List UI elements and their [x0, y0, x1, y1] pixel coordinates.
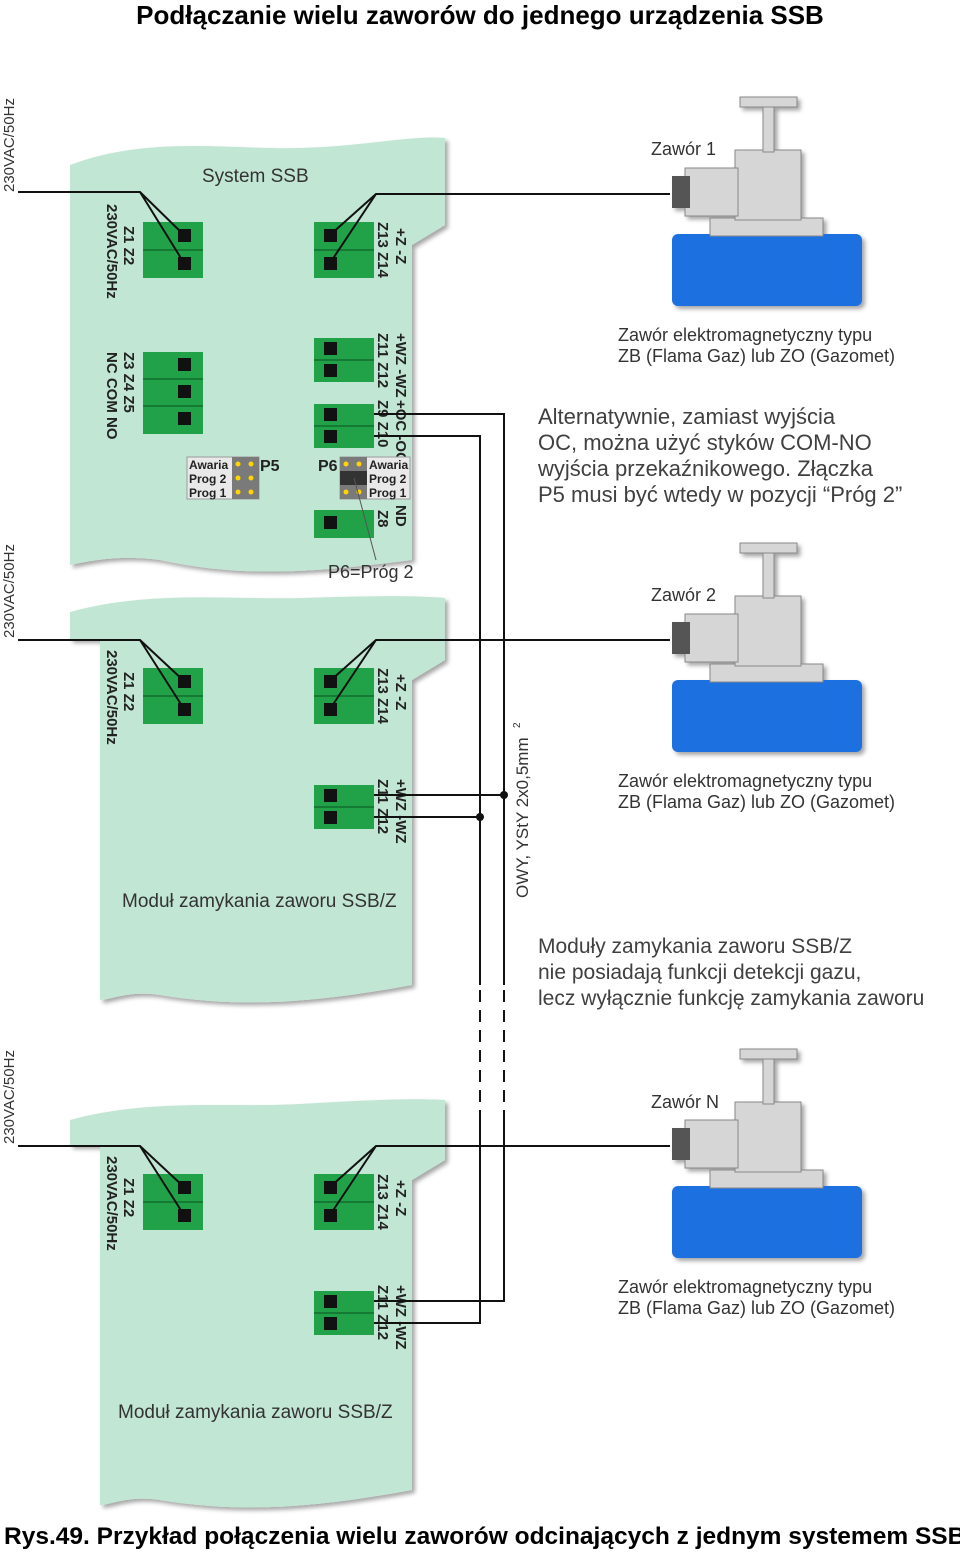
- label-main-z3z5: Z3 Z4 Z5: [120, 352, 137, 413]
- label-slave2-z13z14: Z13 Z14: [374, 1174, 391, 1231]
- valve-2-desc-1: Zawór elektromagnetyczny typu: [618, 771, 872, 791]
- figure-caption: Rys.49. Przykład połączenia wielu zaworó…: [4, 1523, 960, 1550]
- label-slave1-z11z12-sub: +WZ -WZ: [392, 779, 409, 844]
- page-title: Podłączanie wielu zaworów do jednego urz…: [136, 0, 824, 30]
- note-alt-line-3: wyjścia przekaźnikowego. Złączka: [538, 456, 874, 481]
- valve-2-desc-2: ZB (Flama Gaz) lub ZO (Gazomet): [618, 792, 895, 812]
- note-mod-line-3: lecz wyłącznie funkcję zamykania zaworu: [538, 987, 925, 1010]
- board-slave-2-label: Moduł zamykania zaworu SSB/Z: [118, 1402, 393, 1423]
- label-slave2-z13z14-sub: +Z -Z: [392, 1180, 409, 1216]
- label-slave2-z1z2-sub: 230VAC/50Hz: [103, 1156, 120, 1251]
- valve-n: [672, 1049, 862, 1258]
- jumper-p5: Awaria Prog 2 Prog 1: [186, 456, 260, 500]
- cable-label: OWY, YStY 2x0,5mm 2: [512, 722, 532, 898]
- valve-n-desc-1: Zawór elektromagnetyczny typu: [618, 1277, 872, 1297]
- wire-slave1-wz: [374, 794, 504, 818]
- valve-1-desc-1: Zawór elektromagnetyczny typu: [618, 325, 872, 345]
- p6-label: P6: [318, 458, 338, 475]
- cable-label-sup: 2: [512, 722, 523, 728]
- p6-awaria-label: Awaria: [369, 458, 408, 472]
- p6-prog2-label: Prog 2: [369, 472, 407, 486]
- p5-prog1-label: Prog 1: [189, 486, 227, 500]
- note-alt-line-2: OC, można użyć styków COM-NO: [538, 430, 872, 455]
- note-alt-line-1: Alternatywnie, zamiast wyjścia: [538, 404, 836, 429]
- label-main-z9z10: Z9 Z10: [374, 400, 391, 448]
- p6-setting-label: P6=Próg 2: [328, 562, 414, 582]
- wire-valve-2: [329, 639, 670, 710]
- label-slave1-z13z14-sub: +Z -Z: [392, 674, 409, 710]
- label-main-z9z10-sub: +OC -OC: [392, 400, 409, 463]
- valve-1-desc-2: ZB (Flama Gaz) lub ZO (Gazomet): [618, 346, 895, 366]
- terminal-slave1-z1z2: [143, 668, 203, 724]
- cable-label-text: OWY, YStY 2x0,5mm: [513, 737, 532, 898]
- terminal-main-z1z2: [143, 222, 203, 278]
- p5-label: P5: [260, 458, 280, 475]
- terminal-slave2-z1z2: [143, 1174, 203, 1230]
- label-slave1-z11z12: Z11 Z12: [374, 779, 391, 834]
- label-main-z1z2-sub: 230VAC/50Hz: [103, 204, 120, 299]
- label-main-z1z2: Z1 Z2: [120, 226, 137, 265]
- p6-prog1-label: Prog 1: [369, 486, 407, 500]
- label-main-z8-sub: ND: [392, 505, 409, 527]
- terminal-slave2-z13z14: [314, 1174, 374, 1230]
- p6-callout-line: [353, 477, 377, 561]
- note-mod-line-2: nie posiadają funkcji detekcji gazu,: [538, 961, 862, 984]
- terminal-slave1-z11z12: [314, 785, 374, 829]
- wire-power-1: [18, 191, 185, 264]
- wire-oc-minus: [374, 435, 481, 985]
- label-main-z8: Z8: [374, 510, 391, 528]
- power-label-2: 230VAC/50Hz: [1, 544, 18, 638]
- wire-valve-1: [329, 193, 670, 264]
- label-slave2-z11z12: Z11 Z12: [374, 1285, 391, 1340]
- junction-dot-1: [500, 791, 508, 799]
- power-label-3: 230VAC/50Hz: [1, 1050, 18, 1144]
- p5-awaria-label: Awaria: [189, 458, 228, 472]
- p5-prog2-label: Prog 2: [189, 472, 227, 486]
- jumper-p6: Awaria Prog 2 Prog 1: [339, 456, 411, 500]
- board-main-label: System SSB: [202, 166, 309, 187]
- label-slave1-z1z2: Z1 Z2: [120, 672, 137, 711]
- terminal-main-z8: [314, 510, 374, 538]
- terminal-main-z13z14: [314, 222, 374, 278]
- label-slave2-z11z12-sub: +WZ -WZ: [392, 1285, 409, 1350]
- valve-2-name: Zawór 2: [651, 585, 716, 605]
- wire-bus-dashed: [479, 990, 505, 1120]
- note-alternative: Alternatywnie, zamiast wyjścia OC, można…: [538, 404, 902, 508]
- label-main-z11z12: Z11 Z12: [374, 333, 391, 388]
- label-slave1-z13z14: Z13 Z14: [374, 668, 391, 725]
- wire-slave2-bus: [374, 1120, 505, 1324]
- valve-2: [672, 543, 862, 752]
- wire-power-2: [18, 639, 185, 710]
- valve-1: [672, 96, 862, 306]
- junction-dot-2: [476, 813, 484, 821]
- terminal-slave1-z13z14: [314, 668, 374, 724]
- wire-valve-n: [329, 1145, 670, 1216]
- terminal-main-z3z5: [143, 352, 203, 434]
- label-main-z11z12-sub: +WZ -WZ: [392, 333, 409, 398]
- terminal-slave2-z11z12: [314, 1291, 374, 1335]
- label-main-z13z14-sub: +Z -Z: [392, 228, 409, 264]
- label-slave1-z1z2-sub: 230VAC/50Hz: [103, 650, 120, 745]
- wire-power-3: [18, 1145, 185, 1216]
- label-main-z13z14: Z13 Z14: [374, 222, 391, 279]
- note-modules: Moduły zamykania zaworu SSB/Z nie posiad…: [538, 934, 924, 1012]
- board-slave-1-label: Moduł zamykania zaworu SSB/Z: [122, 891, 397, 912]
- valve-n-desc-2: ZB (Flama Gaz) lub ZO (Gazomet): [618, 1298, 895, 1318]
- valve-n-name: Zawór N: [651, 1092, 719, 1112]
- note-mod-line-1: Moduły zamykania zaworu SSB/Z: [538, 935, 852, 958]
- label-slave2-z1z2: Z1 Z2: [120, 1178, 137, 1217]
- power-label-1: 230VAC/50Hz: [1, 98, 18, 192]
- valve-1-name: Zawór 1: [651, 139, 716, 159]
- terminal-main-z9z10: [314, 404, 374, 448]
- terminal-main-z11z12: [314, 338, 374, 382]
- label-main-z3z5-sub: NC COM NO: [103, 352, 120, 440]
- note-alt-line-4: P5 musi być wtedy w pozycji “Próg 2”: [538, 482, 903, 507]
